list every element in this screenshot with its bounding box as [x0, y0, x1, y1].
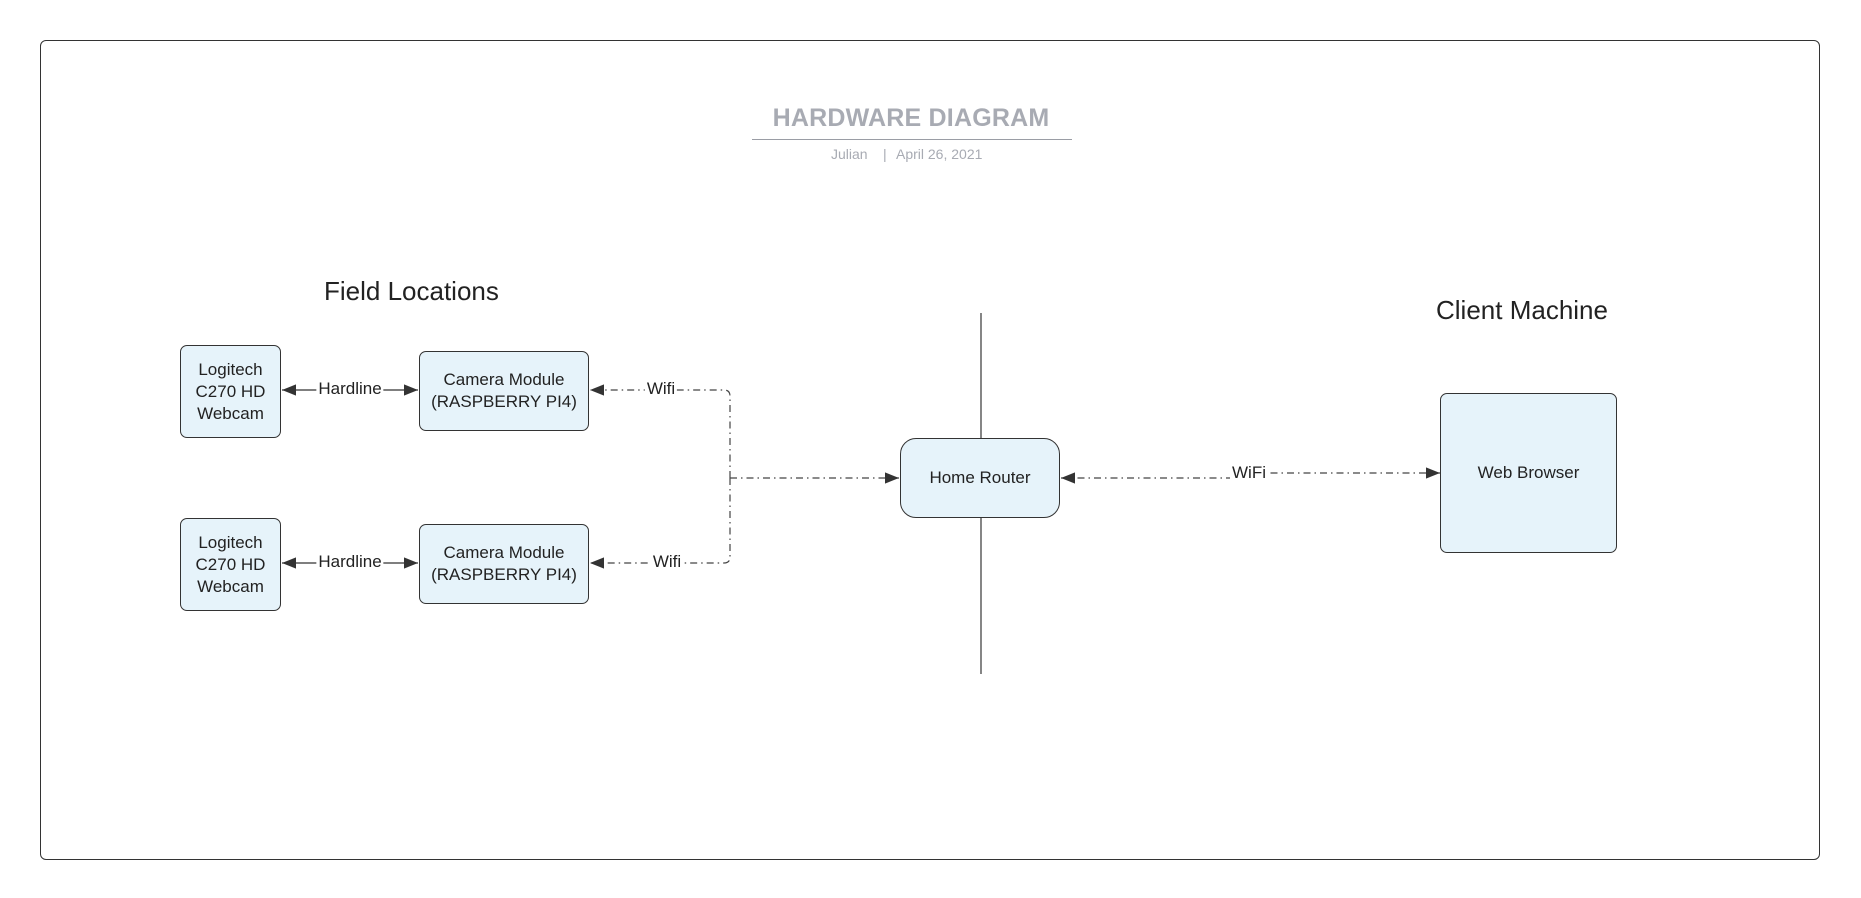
camera-module-node-1[interactable]: Camera Module (RASPBERRY PI4) [419, 351, 589, 431]
wifi-label-1: Wifi [644, 379, 678, 399]
title-underline [752, 139, 1072, 140]
wifi-label-client: WiFi [1230, 463, 1268, 483]
hardline-label-1: Hardline [316, 379, 384, 399]
diagram-title: HARDWARE DIAGRAM [772, 104, 1050, 132]
wifi-connector-2 [590, 478, 731, 569]
section-field-locations: Field Locations [324, 276, 499, 306]
web-browser-node[interactable]: Web Browser [1440, 393, 1617, 553]
wifi-label-2: Wifi [650, 552, 684, 572]
home-router-node[interactable]: Home Router [900, 438, 1060, 518]
webcam-node-1[interactable]: Logitech C270 HD Webcam [180, 345, 281, 438]
author-name: Julian [831, 146, 868, 162]
webcam-node-2[interactable]: Logitech C270 HD Webcam [180, 518, 281, 611]
camera-module-node-2[interactable]: Camera Module (RASPBERRY PI4) [419, 524, 589, 604]
hardline-label-2: Hardline [316, 552, 384, 572]
section-client-machine: Client Machine [1436, 295, 1608, 325]
wifi-connector-1 [590, 384, 731, 478]
diagram-date: April 26, 2021 [896, 146, 983, 162]
meta-separator: | [883, 146, 887, 162]
diagram-frame [40, 40, 1820, 860]
wifi-connector-client [1061, 467, 1440, 484]
